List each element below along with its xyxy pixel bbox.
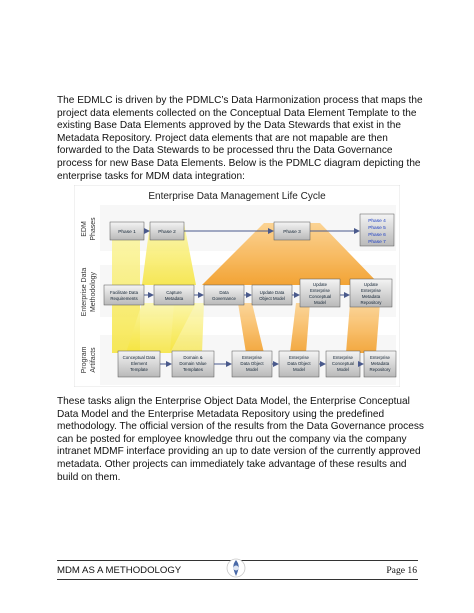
flow-band-orange-3 bbox=[290, 303, 310, 353]
methodology-box-5 bbox=[299, 278, 341, 308]
phase-5-label: Phase 5 bbox=[368, 225, 386, 231]
artifact-box-4-line1: Enterprise bbox=[289, 355, 310, 360]
methodology-box-6-line3: Metadata bbox=[362, 294, 381, 299]
artifact-box-3-line2: Data Object bbox=[240, 361, 264, 366]
page-number: Page 16 bbox=[386, 565, 417, 576]
methodology-box-4 bbox=[251, 284, 293, 306]
methodology-box-3 bbox=[203, 284, 245, 306]
methodology-box-6-line4: Repository bbox=[361, 300, 383, 305]
methodology-box-3-line2: Governance bbox=[212, 296, 236, 301]
edmlc-diagram: Enterprise Data Management Life Cycle ED… bbox=[74, 185, 400, 387]
methodology-box-5-line3: Conceptual bbox=[309, 294, 331, 299]
methodology-box-3-line1: Data bbox=[219, 290, 229, 295]
row-label-methodology-1: Enterprise Data bbox=[81, 268, 88, 317]
methodology-box-5-line4: Model bbox=[314, 300, 326, 305]
footer-logo-icon bbox=[226, 558, 246, 578]
footer-title: MDM AS A METHODOLOGY bbox=[57, 565, 182, 576]
artifact-box-5-line1: Enterprise bbox=[333, 355, 354, 360]
row-label-edm: EDM Phases bbox=[81, 217, 97, 241]
artifact-box-6-line2: Metadata bbox=[371, 361, 390, 366]
diagram-title: Enterprise Data Management Life Cycle bbox=[148, 191, 326, 202]
row-label-artifacts-1: Program bbox=[81, 346, 88, 373]
methodology-box-4-line1: Update Data bbox=[260, 290, 285, 295]
row-label-methodology-2: Methodology bbox=[90, 271, 97, 312]
artifact-box-4 bbox=[278, 350, 320, 378]
row-label-methodology: Enterprise Data Methodology bbox=[81, 268, 97, 317]
flow-band-orange-1 bbox=[202, 223, 380, 285]
artifact-box-4-line2: Data Object bbox=[287, 361, 311, 366]
phase-7-label: Phase 7 bbox=[368, 239, 386, 245]
artifact-box-2 bbox=[171, 350, 215, 378]
artifact-box-5-line2: Conceptual bbox=[332, 361, 354, 366]
methodology-box-1 bbox=[103, 284, 145, 306]
row-label-edm-1: EDM bbox=[81, 221, 88, 237]
artifact-box-6-line3: Repository bbox=[370, 367, 392, 372]
phase-1-label: Phase 1 bbox=[118, 229, 136, 235]
phase-4-7-box bbox=[359, 213, 395, 247]
artifact-box-3-line3: Model bbox=[246, 367, 258, 372]
phase-6-label: Phase 6 bbox=[368, 232, 386, 238]
artifact-box-6-line1: Enterprise bbox=[370, 355, 391, 360]
methodology-box-6-line1: Update bbox=[364, 282, 379, 287]
artifact-box-3-line1: Enterprise bbox=[242, 355, 263, 360]
row-label-artifacts-2: Artifacts bbox=[90, 347, 97, 373]
artifact-box-1-line2: Element bbox=[131, 361, 148, 366]
methodology-box-5-line2: Enterprise bbox=[310, 288, 331, 293]
methodology-box-5-line1: Update bbox=[313, 282, 328, 287]
artifact-box-5-line3: Model bbox=[337, 367, 349, 372]
intro-paragraph: The EDMLC is driven by the PDMLC’s Data … bbox=[57, 95, 423, 182]
flow-band-orange-4 bbox=[346, 303, 380, 353]
footer-rule-bottom bbox=[57, 579, 418, 580]
phase-2-label: Phase 2 bbox=[158, 229, 176, 235]
artifact-box-4-line3: Model bbox=[293, 367, 305, 372]
row-label-edm-2: Phases bbox=[90, 217, 97, 241]
artifact-box-1-line1: Conceptual Data bbox=[123, 355, 156, 360]
artifact-box-2-line3: Templates bbox=[183, 367, 204, 372]
summary-paragraph: These tasks align the Enterprise Object … bbox=[57, 396, 424, 483]
artifact-box-1-line3: Template bbox=[130, 367, 148, 372]
methodology-box-2-line1: Capture bbox=[166, 290, 182, 295]
artifact-box-5 bbox=[325, 350, 361, 378]
artifact-box-6 bbox=[363, 350, 397, 378]
methodology-box-4-line2: Object Model bbox=[259, 296, 285, 301]
row-label-artifacts: Program Artifacts bbox=[81, 346, 97, 373]
artifact-box-2-line2: Domain Value bbox=[179, 361, 207, 366]
phase-4-label: Phase 4 bbox=[368, 218, 386, 224]
methodology-box-1-line2: Requirements bbox=[110, 296, 138, 301]
artifact-box-2-line1: Domain & bbox=[183, 355, 202, 360]
methodology-box-6 bbox=[349, 278, 393, 308]
flow-band-yellow-4 bbox=[170, 303, 204, 353]
methodology-box-1-line1: Facilitate Data bbox=[110, 290, 139, 295]
methodology-box-2-line2: Metadata bbox=[165, 296, 184, 301]
methodology-box-6-line2: Enterprise bbox=[361, 288, 382, 293]
phase-3-label: Phase 3 bbox=[283, 229, 301, 235]
methodology-box-2 bbox=[153, 284, 195, 306]
flow-band-orange-2 bbox=[238, 303, 264, 353]
